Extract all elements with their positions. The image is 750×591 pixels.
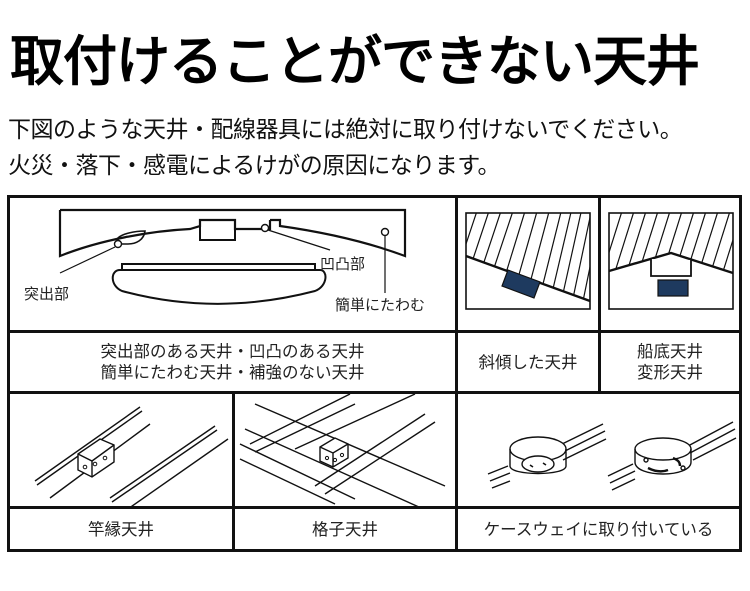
divider: [10, 330, 739, 333]
divider: [10, 391, 739, 394]
caption-line: 簡単にたわむ天井・補強のない天井: [100, 363, 365, 382]
caption-line: 変形天井: [637, 363, 703, 382]
label-flexible: 簡単にたわむ: [335, 296, 426, 314]
uneven-ceiling-illustration: [58, 208, 407, 305]
warning-line-2: 火災・落下・感電によるけがの原因になります。: [8, 153, 501, 179]
page-title: 取付けることができない天井: [10, 30, 700, 93]
sao-buchi-ceiling-illustration: [34, 406, 229, 506]
caption-caseway: ケースウェイに取り付いている: [483, 519, 714, 539]
caption-sloped: 斜傾した天井: [478, 352, 578, 372]
lattice-ceiling-illustration: [239, 394, 446, 506]
divider: [10, 506, 739, 509]
ceiling-types-table: 突出部 凹凸部 簡単にたわむ 突出部のある天井・凹凸のある天井簡単にたわむ天井・…: [7, 195, 742, 552]
sloped-ceiling-illustration: [465, 212, 591, 310]
caption-boat-bottom: 船底天井変形天井: [601, 333, 739, 391]
caption-line: 突出部のある天井・凹凸のある天井: [100, 342, 365, 361]
caption-lattice: 格子天井: [312, 519, 378, 539]
divider: [455, 391, 458, 549]
caption-sao-buchi: 竿縁天井: [88, 519, 154, 539]
divider: [598, 198, 601, 394]
label-protrusion: 突出部: [24, 285, 70, 303]
caseway-illustration: [487, 421, 737, 491]
warning-line-1: 下図のような天井・配線器具には絶対に取り付けないでください。: [8, 117, 683, 143]
caption-line: 船底天井: [637, 342, 703, 361]
label-unevenness: 凹凸部: [320, 255, 366, 273]
divider: [455, 198, 458, 394]
caption-uneven: 突出部のある天井・凹凸のある天井簡単にたわむ天井・補強のない天井: [10, 333, 455, 391]
boat-bottom-ceiling-illustration: [608, 212, 734, 310]
divider: [232, 391, 235, 549]
